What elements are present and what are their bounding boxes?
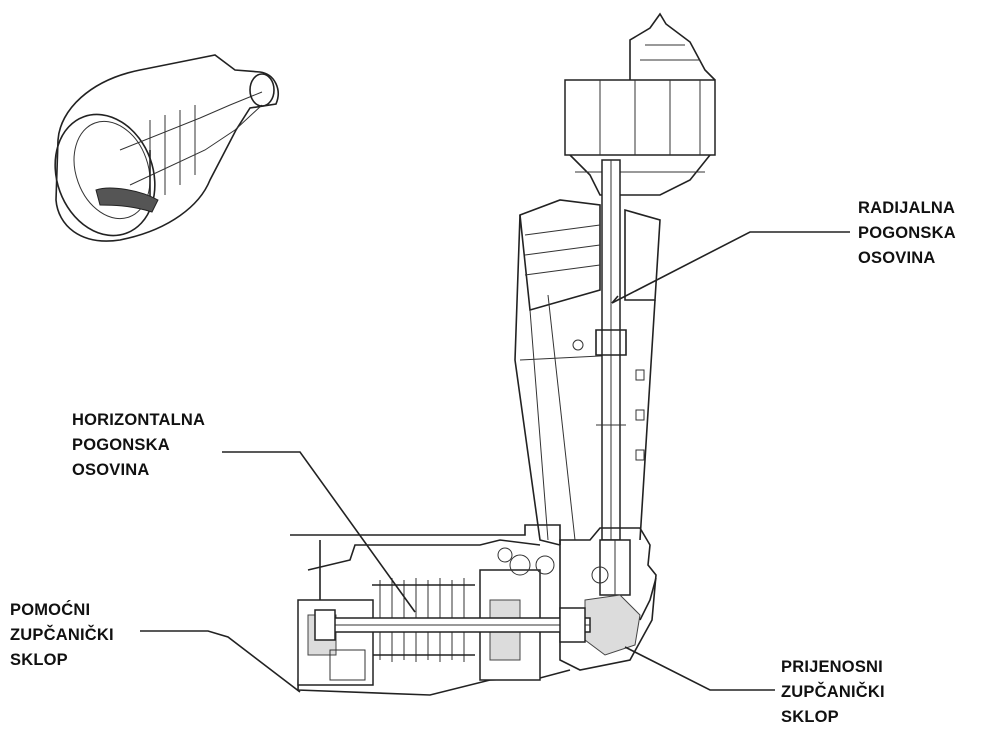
accessory-gearbox-drawing xyxy=(290,524,591,696)
leader-transfer-gearbox xyxy=(624,646,775,691)
leader-accessory-gearbox xyxy=(140,630,301,693)
engine-overview-inset xyxy=(54,54,279,242)
leader-horizontal-shaft xyxy=(222,451,416,613)
leader-radial-shaft xyxy=(611,231,850,304)
accessory-gearbox-label: POMOĆNI ZUPČANIČKI SKLOP xyxy=(10,601,114,669)
radial-drive-shaft-label: RADIJALNA POGONSKA OSOVINA xyxy=(858,199,956,267)
radial-shaft-housing xyxy=(514,12,716,546)
transfer-gearbox-drawing xyxy=(559,527,657,671)
leader-lines xyxy=(140,231,850,693)
transfer-gearbox-label: PRIJENOSNI ZUPČANIČKI SKLOP xyxy=(781,658,885,726)
horizontal-drive-shaft-label: HORIZONTALNA POGONSKA OSOVINA xyxy=(72,411,206,479)
